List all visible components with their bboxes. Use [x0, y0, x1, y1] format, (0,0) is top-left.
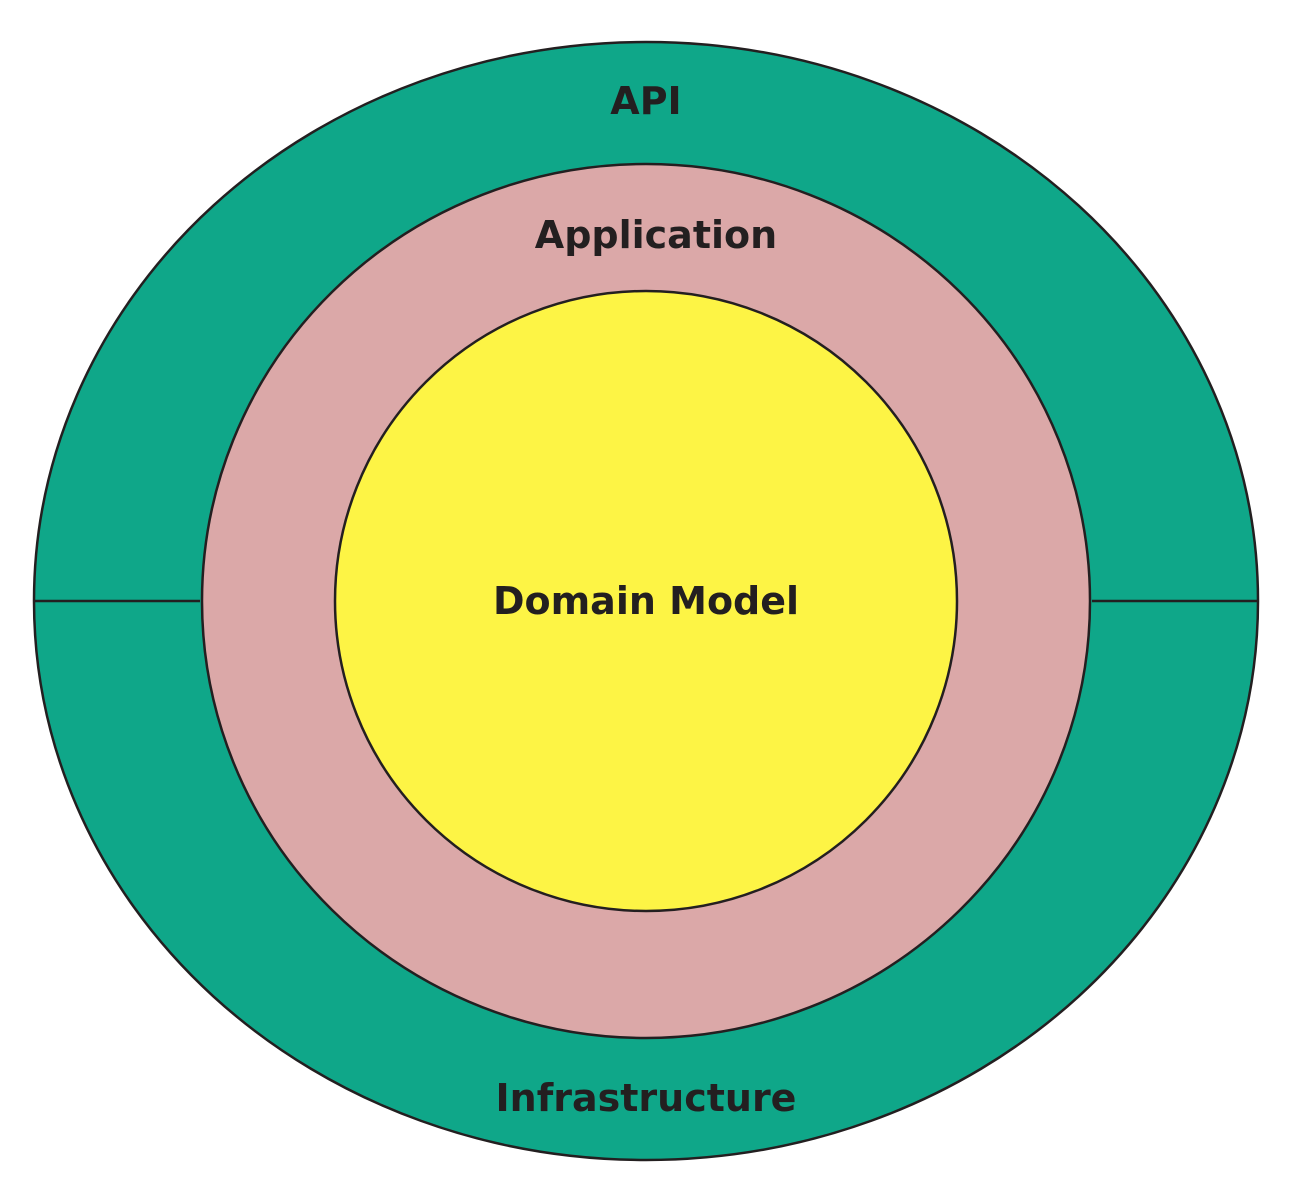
api-label: API [610, 79, 681, 123]
domain-model-label: Domain Model [493, 579, 799, 623]
application-label: Application [535, 213, 777, 257]
infrastructure-label: Infrastructure [496, 1076, 797, 1120]
domain-model-circle [333, 289, 959, 913]
